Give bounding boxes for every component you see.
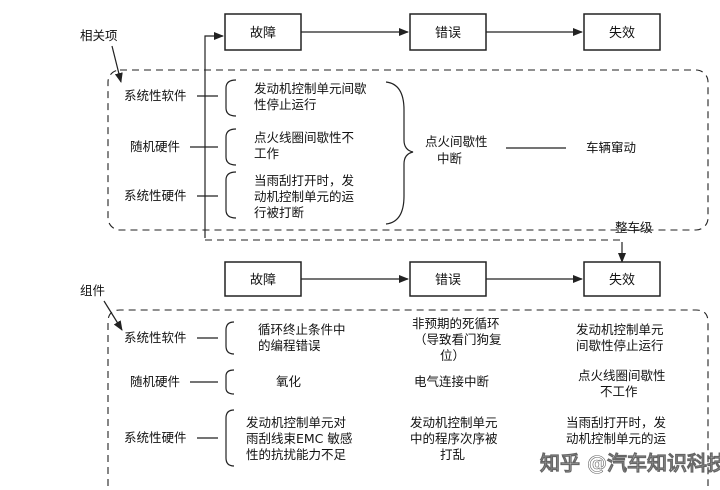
bottom-row2-failure: 点火线圈间歇性 不工作 [578,368,670,399]
bottom-header-failure: 失效 [609,273,635,288]
bottom-section-label: 组件 [80,283,105,298]
top-row2-fault: 点火线圈间歇性不 工作 [254,130,358,161]
bottom-row2-bracket [225,369,235,395]
bottom-row1-bracket [225,321,235,355]
top-row2-type: 随机硬件 [130,139,180,154]
vehicle-level-label: 整车级 [615,220,653,235]
top-row3-fault: 当雨刮打开时，发 动机控制单元的运 行被打断 [254,173,358,220]
bottom-header-error-box [409,261,487,297]
top-header-failure: 失效 [609,26,635,41]
bottom-row1-type: 系统性软件 [124,330,187,345]
bottom-row3-type: 系统性硬件 [124,430,187,445]
bottom-row2-fault: 氧化 [276,374,302,389]
bottom-row3-error: 发动机控制单元 中的程序次序被 打乱 [410,415,502,462]
top-failure: 车辆窜动 [586,140,636,155]
top-label-pointer [111,45,123,83]
top-header-failure-box [583,13,661,51]
top-error-brace [385,81,414,225]
top-vehicle-level-box [107,69,709,231]
bottom-header-fault: 故障 [250,273,276,288]
bottom-component-box [107,309,709,486]
connector-to-top-fault [204,32,224,238]
top-row1-bracket [225,79,237,117]
top-row1-fault: 发动机控制单元间歇 性停止运行 [254,81,371,112]
top-row3-bracket [225,171,237,219]
bottom-row3-bracket [225,409,235,467]
bottom-row1-failure: 发动机控制单元 间歇性停止运行 [576,322,668,353]
top-row2-bracket [225,128,237,166]
top-section-label: 相关项 [80,28,118,43]
top-header-fault: 故障 [250,26,276,41]
bottom-row3-fault: 发动机控制单元对 雨刮线束EMC 敏感 性的抗扰能力不足 [246,415,356,462]
top-row3-type: 系统性硬件 [124,188,187,203]
top-header-fault-box [224,13,302,51]
top-header-error: 错误 [435,26,461,41]
top-header-error-box [409,13,487,51]
top-row1-type: 系统性软件 [124,88,187,103]
bottom-row1-error: 非预期的死循环 （导致看门狗复 位） [412,316,506,363]
bottom-row2-type: 随机硬件 [130,374,180,389]
bottom-row1-fault: 循环终止条件中 的编程错误 [258,322,350,353]
bottom-row2-error: 电气连接中断 [414,374,489,389]
watermark: 知乎 @汽车知识科技 [540,451,720,475]
bottom-header-error: 错误 [435,273,461,288]
bottom-label-pointer [103,300,123,331]
top-error: 点火间歇性 中断 [425,134,492,166]
bottom-row3-failure: 当雨刮打开时，发 动机控制单元的运 [566,415,670,446]
bottom-header-failure-box [583,261,661,297]
